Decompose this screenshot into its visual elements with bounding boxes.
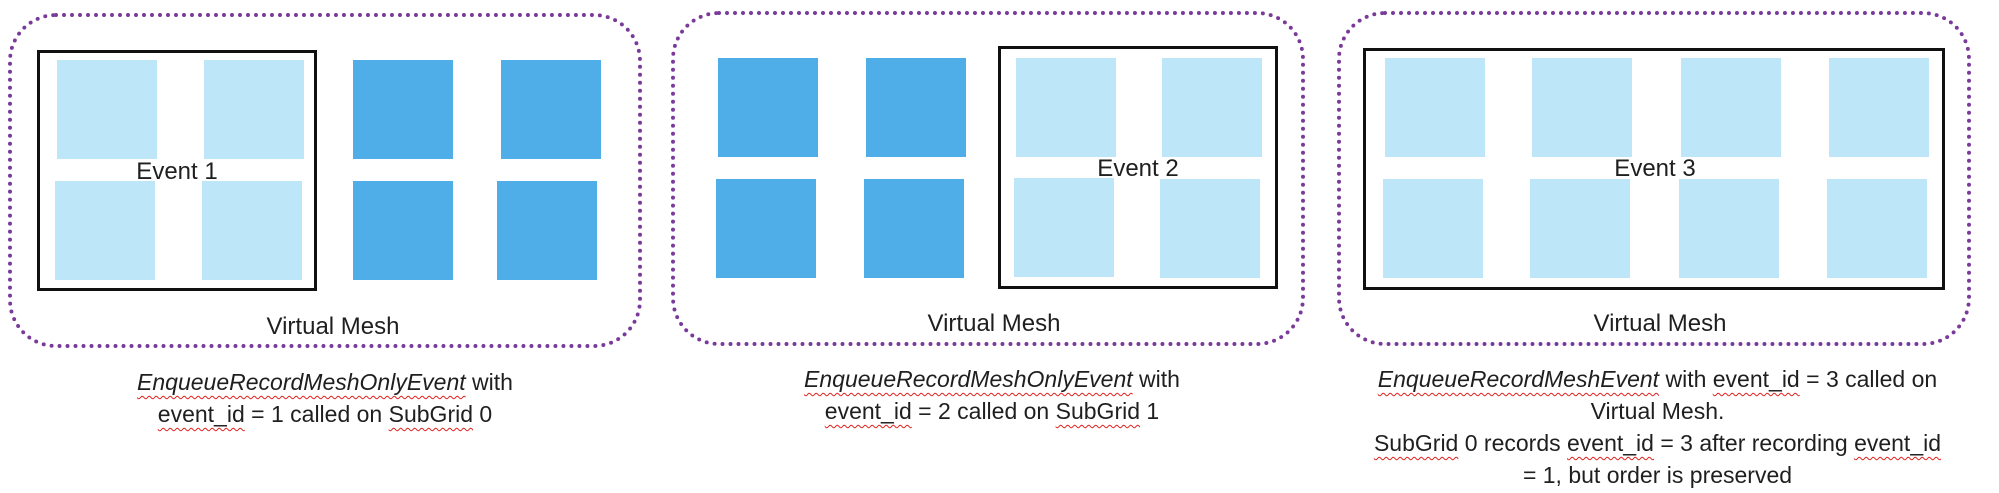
virtual-mesh-3	[1337, 11, 1971, 346]
virtual-mesh-1-label: Virtual Mesh	[266, 313, 400, 340]
device-chip	[1827, 179, 1927, 278]
event-2-label: Event 2	[1097, 155, 1179, 182]
caption-text: 0 records	[1458, 430, 1567, 456]
device-chip	[1016, 58, 1116, 157]
device-chip	[353, 60, 453, 159]
caption-text: Virtual Mesh.	[1590, 398, 1725, 424]
device-chip	[1014, 178, 1114, 277]
function-name: EnqueueRecordMeshOnlyEvent	[137, 369, 466, 395]
device-chip	[1162, 58, 1262, 157]
device-chip	[1530, 179, 1630, 278]
device-chip	[497, 181, 597, 280]
event-1-label: Event 1	[136, 158, 218, 185]
function-name: EnqueueRecordMeshOnlyEvent	[804, 366, 1133, 392]
event-id-token: event_id	[1567, 430, 1654, 456]
device-chip	[1160, 179, 1260, 278]
event-id-token: event_id	[1854, 430, 1942, 456]
subgrid-token: SubGrid	[1373, 430, 1459, 456]
device-chip	[57, 60, 157, 159]
caption-1: EnqueueRecordMeshOnlyEvent with event_id…	[60, 366, 590, 430]
event-id-token: event_id	[824, 398, 912, 424]
device-chip	[1532, 58, 1632, 157]
event-1-box	[37, 50, 317, 291]
caption-text: with	[1659, 366, 1713, 392]
device-chip	[1681, 58, 1781, 157]
device-chip	[1829, 58, 1929, 157]
caption-text: = 3 called on	[1799, 366, 1938, 392]
event-3-label: Event 3	[1614, 155, 1696, 182]
caption-text: = 3 after recording	[1653, 430, 1855, 456]
subgrid-token: SubGrid	[1055, 398, 1140, 424]
caption-text: = 1, but order is preserved	[1522, 462, 1793, 488]
device-chip	[55, 181, 155, 280]
caption-text: 1	[1140, 398, 1160, 424]
caption-3: EnqueueRecordMeshEvent with event_id = 3…	[1325, 363, 1990, 491]
caption-text: = 2 called on	[911, 398, 1056, 424]
virtual-mesh-1	[8, 13, 642, 348]
virtual-mesh-2-label: Virtual Mesh	[927, 310, 1061, 337]
caption-text: with	[465, 369, 513, 395]
event-id-token: event_id	[1712, 366, 1800, 392]
device-chip	[501, 60, 601, 159]
function-name: EnqueueRecordMeshEvent	[1377, 366, 1660, 392]
event-3-box	[1363, 48, 1945, 290]
caption-text: with	[1132, 366, 1180, 392]
device-chip	[204, 60, 304, 159]
device-chip	[716, 179, 816, 278]
device-chip	[1383, 179, 1483, 278]
subgrid-token: SubGrid	[388, 401, 473, 427]
event-2-box	[998, 46, 1278, 289]
device-chip	[718, 58, 818, 157]
virtual-mesh-3-label: Virtual Mesh	[1593, 310, 1727, 337]
device-chip	[202, 181, 302, 280]
caption-text: 0	[473, 401, 493, 427]
caption-2: EnqueueRecordMeshOnlyEvent with event_id…	[727, 363, 1257, 427]
virtual-mesh-2	[671, 11, 1305, 346]
event-id-token: event_id	[157, 401, 245, 427]
caption-text: = 1 called on	[244, 401, 389, 427]
device-chip	[864, 179, 964, 278]
device-chip	[1385, 58, 1485, 157]
device-chip	[866, 58, 966, 157]
device-chip	[1679, 179, 1779, 278]
device-chip	[353, 181, 453, 280]
